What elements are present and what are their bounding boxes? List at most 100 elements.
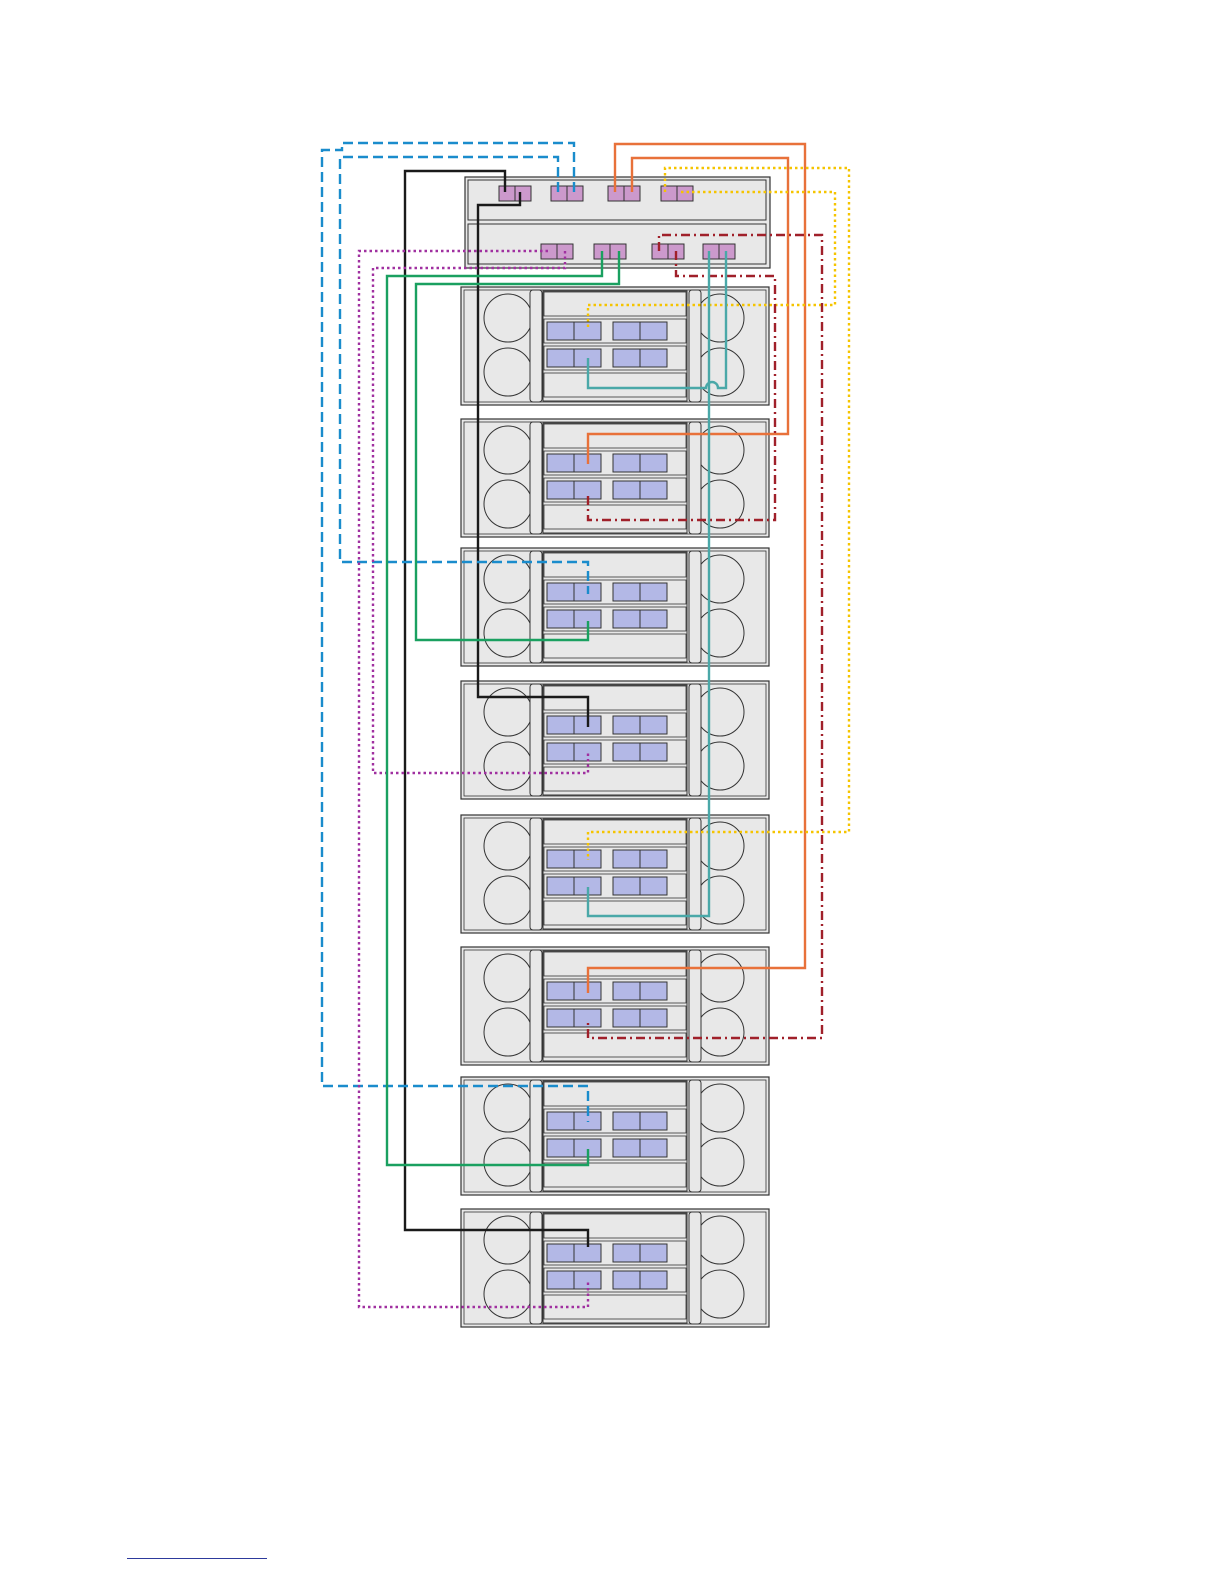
shelf-2-iom-a-right-port-2 (640, 454, 667, 472)
shelf-4-iom-a-left-port-1 (547, 716, 574, 734)
shelf-1-slot-4 (544, 373, 686, 397)
shelf-2-fan-left-top (484, 426, 532, 474)
shelf-1-handle-right (689, 290, 701, 402)
shelf-6-slot-1 (544, 952, 686, 976)
shelf-7-iom-a-left-port-1 (547, 1112, 574, 1130)
controller-upper-pair-4-port-2 (677, 186, 693, 201)
controller-lower-pair-1-port-1 (541, 244, 557, 259)
controller-lower-pair-4-port-1 (703, 244, 719, 259)
shelf-3-iom-b-right-port-1 (613, 610, 640, 628)
shelf-8-handle-right (689, 1212, 701, 1324)
shelf-4-fan-left-top (484, 688, 532, 736)
shelf-6-slot-4 (544, 1033, 686, 1057)
shelf-6-iom-b-left-port-1 (547, 1009, 574, 1027)
shelf-5-fan-left-bottom (484, 876, 532, 924)
shelf-5-iom-b-right-port-2 (640, 877, 667, 895)
shelf-4-fan-right-bottom (696, 742, 744, 790)
shelf-4-iom-b-right-port-2 (640, 743, 667, 761)
shelf-3-fan-right-top (696, 555, 744, 603)
chassis-layer (461, 177, 770, 1327)
shelf-1-iom-a-right-port-2 (640, 322, 667, 340)
shelf-5-iom-b-right-port-1 (613, 877, 640, 895)
shelf-6-iom-a-right-port-1 (613, 982, 640, 1000)
shelf-7 (461, 1077, 769, 1195)
shelf-6-iom-a-left-port-1 (547, 982, 574, 1000)
shelf-1-fan-right-top (696, 294, 744, 342)
shelf-7-fan-left-bottom (484, 1138, 532, 1186)
shelf-2-slot-4 (544, 505, 686, 529)
shelf-8-iom-b-left-port-1 (547, 1271, 574, 1289)
shelf-3-iom-a-right-port-1 (613, 583, 640, 601)
shelf-4 (461, 681, 769, 799)
shelf-4-slot-4 (544, 767, 686, 791)
shelf-4-fan-right-top (696, 688, 744, 736)
shelf-5-iom-a-left-port-1 (547, 850, 574, 868)
shelf-8-iom-a-left-port-1 (547, 1244, 574, 1262)
shelf-8-slot-4 (544, 1295, 686, 1319)
shelf-6-iom-b-right-port-1 (613, 1009, 640, 1027)
shelf-7-iom-a-right-port-1 (613, 1112, 640, 1130)
shelf-2-iom-b-left-port-1 (547, 481, 574, 499)
shelf-5-fan-left-top (484, 822, 532, 870)
shelf-7-iom-b-right-port-1 (613, 1139, 640, 1157)
shelf-4-iom-b-right-port-1 (613, 743, 640, 761)
shelf-6-fan-right-bottom (696, 1008, 744, 1056)
shelf-2-slot-1 (544, 424, 686, 448)
shelf-8-iom-b-left-port-2 (574, 1271, 601, 1289)
shelf-8-iom-b-right-port-1 (613, 1271, 640, 1289)
shelf-4-iom-b-left-port-1 (547, 743, 574, 761)
shelf-1-iom-a-right-port-1 (613, 322, 640, 340)
controller-upper-pair-1-port-2 (515, 186, 531, 201)
shelf-2-iom-b-right-port-1 (613, 481, 640, 499)
shelf-6-fan-left-top (484, 954, 532, 1002)
shelf-6-iom-a-right-port-2 (640, 982, 667, 1000)
shelf-8-iom-a-right-port-1 (613, 1244, 640, 1262)
shelf-5-iom-b-left-port-1 (547, 877, 574, 895)
shelf-2-handle-left (530, 422, 542, 534)
shelf-1-slot-1 (544, 292, 686, 316)
shelf-4-fan-left-bottom (484, 742, 532, 790)
shelf-8-fan-right-bottom (696, 1270, 744, 1318)
shelf-1-iom-a-left-port-1 (547, 322, 574, 340)
shelf-3-fan-right-bottom (696, 609, 744, 657)
shelf-7-iom-a-right-port-2 (640, 1112, 667, 1130)
shelf-8-fan-left-top (484, 1216, 532, 1264)
shelf-6-iom-b-right-port-2 (640, 1009, 667, 1027)
controller-upper-pair-1-port-1 (499, 186, 515, 201)
shelf-1-iom-b-left-port-1 (547, 349, 574, 367)
shelf-5-iom-a-left-port-2 (574, 850, 601, 868)
shelf-6-fan-left-bottom (484, 1008, 532, 1056)
shelf-7-fan-right-top (696, 1084, 744, 1132)
shelf-1-fan-left-bottom (484, 348, 532, 396)
shelf-7-slot-4 (544, 1163, 686, 1187)
shelf-7-iom-b-left-port-1 (547, 1139, 574, 1157)
shelf-8-iom-a-right-port-2 (640, 1244, 667, 1262)
shelf-2-handle-right (689, 422, 701, 534)
shelf-7-iom-b-right-port-2 (640, 1139, 667, 1157)
shelf-5-handle-left (530, 818, 542, 930)
controller-enclosure (465, 177, 770, 268)
shelf-1-iom-b-right-port-2 (640, 349, 667, 367)
shelf-3-iom-a-right-port-2 (640, 583, 667, 601)
shelf-3-iom-b-left-port-1 (547, 610, 574, 628)
shelf-3-iom-b-right-port-2 (640, 610, 667, 628)
shelf-5-iom-a-right-port-2 (640, 850, 667, 868)
shelf-6 (461, 947, 769, 1065)
shelf-3-iom-a-left-port-1 (547, 583, 574, 601)
shelf-4-handle-right (689, 684, 701, 796)
shelf-2-fan-left-bottom (484, 480, 532, 528)
shelf-4-iom-b-left-port-2 (574, 743, 601, 761)
shelf-2-iom-a-left-port-1 (547, 454, 574, 472)
shelf-5-iom-a-right-port-1 (613, 850, 640, 868)
shelf-3 (461, 548, 769, 666)
shelf-5-slot-4 (544, 901, 686, 925)
shelf-7-fan-right-bottom (696, 1138, 744, 1186)
shelf-7-handle-right (689, 1080, 701, 1192)
shelf-3-slot-4 (544, 634, 686, 658)
shelf-4-handle-left (530, 684, 542, 796)
footer-rule (127, 1558, 267, 1559)
shelf-4-iom-a-right-port-2 (640, 716, 667, 734)
shelf-6-fan-right-top (696, 954, 744, 1002)
shelf-1-fan-left-top (484, 294, 532, 342)
